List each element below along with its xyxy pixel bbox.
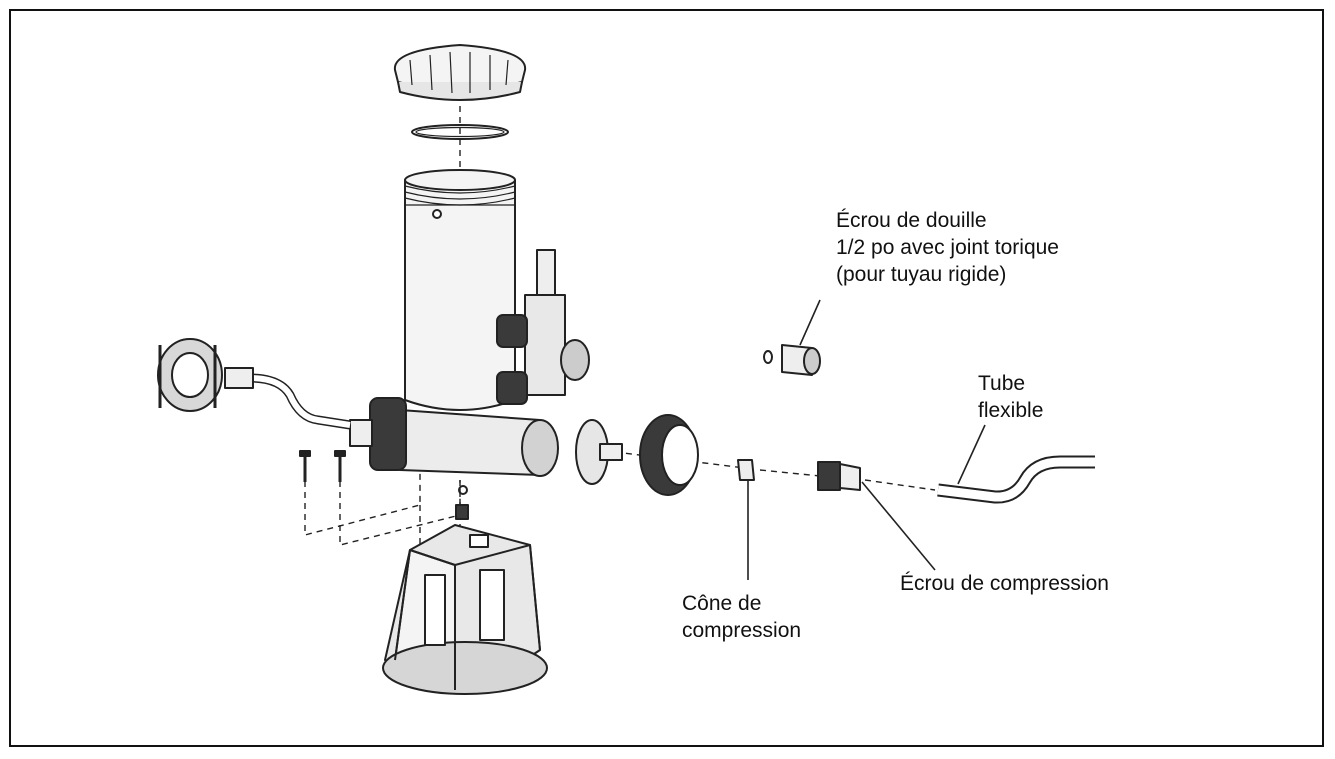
flexible-tube-part (937, 455, 1095, 504)
base-stand (382, 524, 548, 695)
mounting-screws (299, 450, 469, 520)
check-valve (575, 419, 623, 485)
flow-control-valve (496, 249, 590, 405)
manifold-body (349, 397, 559, 495)
bushing-nut-label: Écrou de douille 1/2 po avec joint toriq… (836, 207, 1059, 288)
compression-cone-label-line1: Cône de (682, 592, 762, 615)
cap-o-ring (411, 124, 509, 140)
chlorinator-body (404, 169, 516, 411)
compression-cone-label-line2: compression (682, 619, 802, 642)
compression-cone-label: Cône de compression (682, 590, 801, 644)
bushing-nut-label-line1: Écrou de douille (836, 209, 987, 232)
chlorinator-cap (393, 44, 527, 101)
leader-lines (747, 299, 986, 580)
union-nut (639, 414, 699, 496)
flexible-tube-label: Tube flexible (978, 370, 1043, 424)
inlet-hose-clamp (157, 338, 351, 430)
flexible-tube-label-line2: flexible (978, 399, 1044, 422)
compression-nut-part (817, 461, 861, 491)
compression-nut-label-text: Écrou de compression (900, 572, 1109, 595)
bushing-nut-label-line2: 1/2 po avec joint torique (836, 236, 1059, 259)
compression-nut-label: Écrou de compression (900, 570, 1109, 597)
bushing-nut-label-line3: (pour tuyau rigide) (836, 263, 1007, 286)
bushing-nut-part (763, 344, 821, 376)
compression-cone-part (737, 459, 755, 481)
flexible-tube-label-line1: Tube (978, 372, 1026, 395)
